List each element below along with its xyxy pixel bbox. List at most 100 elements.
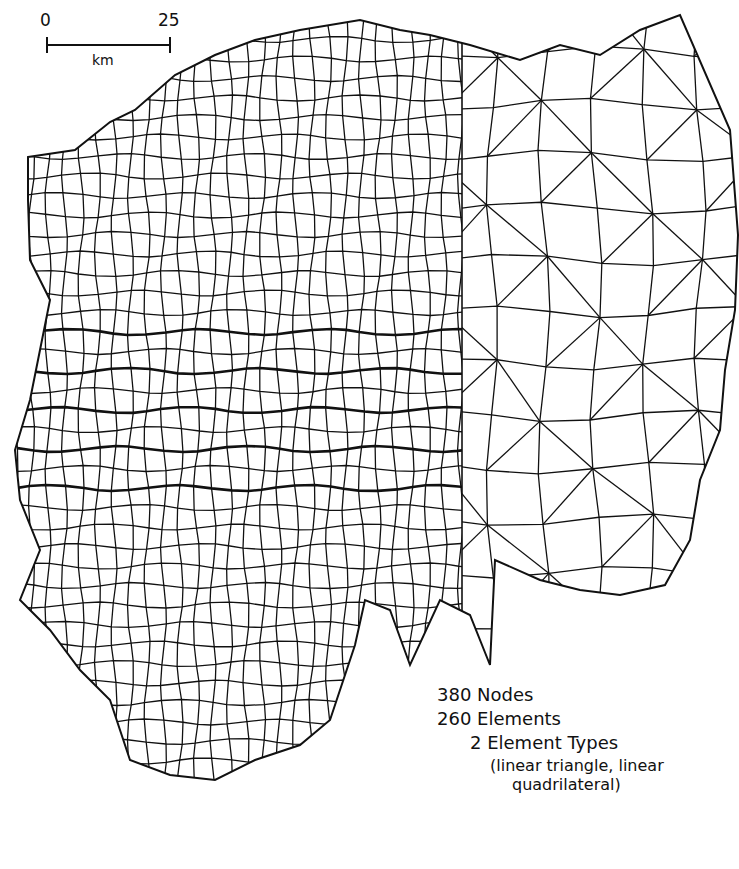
mesh-line [462,462,739,473]
mesh-line [462,514,739,526]
mesh-line [276,21,282,798]
mesh-line [462,618,739,629]
mesh-line [462,0,498,58]
mesh-line [497,256,547,306]
mesh-line [17,310,462,316]
mesh-line [13,271,462,277]
mesh-line [15,700,462,706]
mesh-statistic: 380 Nodes [437,684,533,706]
mesh-line [14,95,462,101]
mesh-line [462,671,739,682]
mesh-line [462,98,739,109]
mesh-line [548,0,602,52]
mesh-line [12,797,462,803]
mesh-line [543,469,593,525]
mesh-line [706,472,739,520]
mesh-line [62,22,68,803]
scale-value: 0 [40,10,51,30]
mesh-line [13,778,462,784]
mesh-line [541,153,591,203]
mesh-line [13,407,462,413]
mesh-line [14,368,462,374]
mesh-line [17,583,462,589]
mesh-line [16,485,462,491]
mesh-line [498,573,549,628]
mesh-line [462,0,739,6]
mesh-statistic: 2 Element Types [470,732,618,754]
mesh-line [487,100,541,156]
mesh-line [549,573,599,618]
mesh-line [227,18,233,801]
mesh-line [462,525,487,574]
mesh-line [462,162,486,205]
mesh-line [486,421,539,470]
mesh-line [694,6,739,56]
mesh-line [210,19,216,802]
mesh-line [13,641,462,647]
mesh-line [17,173,462,179]
mesh-line [309,23,315,802]
mesh-line [547,256,600,317]
region-outline [15,15,738,780]
mesh-line [462,309,497,359]
mesh-line [694,1,706,682]
mesh-line [15,17,462,23]
mesh-line [590,364,643,420]
mesh-line [326,21,332,803]
mesh-line [18,739,462,745]
mesh-line [15,290,462,296]
mesh-line [600,318,643,365]
mesh-line [194,22,200,803]
mesh-line [16,349,462,355]
mesh-line [644,49,697,110]
mesh-line [591,49,644,98]
mesh-line [462,360,497,410]
mesh-line [16,758,462,764]
mesh-line [540,421,593,468]
mesh-line [646,575,700,623]
mesh-line [15,154,462,160]
mesh-line [144,20,150,797]
mesh-line [13,134,462,140]
mesh-line [342,19,348,802]
mesh-line [14,232,462,238]
mesh-line [16,76,462,82]
mesh-line [643,364,699,410]
mesh-line [14,505,462,511]
mesh-line [544,618,598,671]
mesh-line [17,37,462,43]
mesh-line [497,360,540,422]
fine-mesh [12,17,462,803]
mesh-line [243,17,249,798]
scale-value: 25 [158,10,180,30]
mesh-line [15,563,462,569]
mesh-line [590,0,602,671]
mesh-line [487,525,548,573]
mesh-line [15,427,462,433]
mesh-line [698,410,739,471]
mesh-line [95,18,101,801]
mesh-line [653,214,703,260]
mesh-line [602,214,653,264]
mesh-line [359,17,365,800]
mesh-line [697,110,739,155]
mesh-line [16,212,462,218]
mesh-line [78,20,84,803]
mesh-line [593,469,654,514]
mesh-divider [461,0,463,869]
mesh-line [462,463,487,525]
mesh-line [462,150,739,162]
mesh-line [12,20,18,797]
mesh-line [649,410,699,462]
mesh-line [541,100,591,152]
mesh-clip [12,0,739,869]
mesh-statistic: 260 Elements [437,708,561,730]
mesh-line [375,17,381,798]
mesh-line [128,18,134,797]
element-type-note: (linear triangle, linear quadrilateral) [490,756,734,794]
mesh-line [111,17,117,798]
mesh-line [13,544,462,550]
mesh-line [695,628,739,682]
